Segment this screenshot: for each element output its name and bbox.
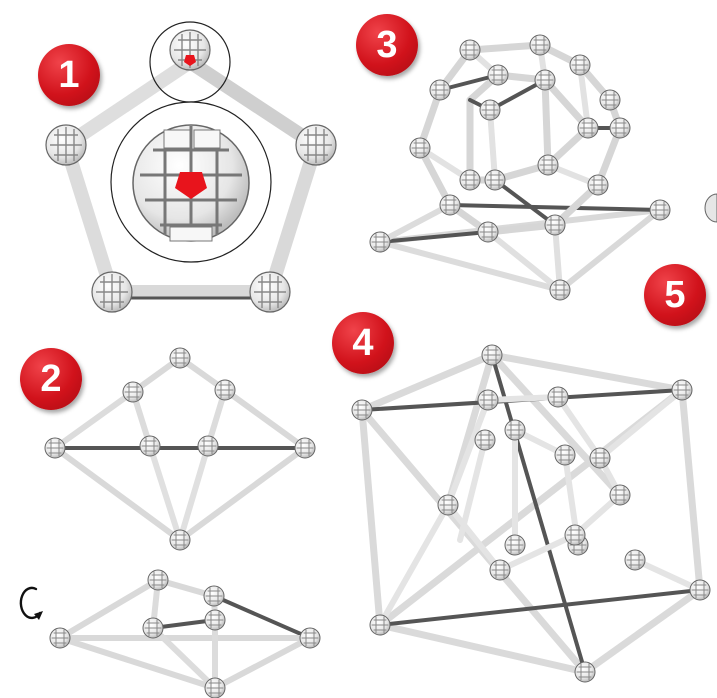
node: [92, 272, 132, 312]
figure-4-cube: [352, 345, 710, 682]
node: [478, 390, 498, 410]
figure-2-frames: [45, 348, 320, 698]
node: [198, 436, 218, 456]
step-badge-3: 3: [356, 14, 418, 76]
node: [530, 35, 550, 55]
node: [296, 125, 336, 165]
node: [555, 445, 575, 465]
step-number: 3: [376, 26, 397, 64]
node: [170, 530, 190, 550]
node: [205, 678, 225, 698]
node: [565, 525, 585, 545]
node: [610, 118, 630, 138]
node: [50, 628, 70, 648]
node: [535, 70, 555, 90]
node: [440, 195, 460, 215]
node: [690, 580, 710, 600]
node: [410, 138, 430, 158]
step-number: 4: [352, 324, 373, 362]
node: [140, 436, 160, 456]
node: [482, 345, 502, 365]
node: [295, 438, 315, 458]
node: [123, 382, 143, 402]
node: [352, 400, 372, 420]
node: [485, 170, 505, 190]
node: [460, 40, 480, 60]
node: [505, 535, 525, 555]
node: [300, 628, 320, 648]
node: [148, 570, 168, 590]
node: [578, 118, 598, 138]
node: [538, 155, 558, 175]
node: [505, 420, 525, 440]
figure-3-cage: [370, 35, 670, 300]
node: [590, 448, 610, 468]
partial-node: [705, 194, 717, 222]
node: [600, 90, 620, 110]
node: [488, 65, 508, 85]
step-badge-5: 5: [644, 264, 706, 326]
node: [575, 662, 595, 682]
node: [548, 387, 568, 407]
node: [430, 80, 450, 100]
node: [46, 125, 86, 165]
node: [438, 495, 458, 515]
node: [460, 170, 480, 190]
node: [588, 175, 608, 195]
node: [650, 200, 670, 220]
rotate-icon: [18, 583, 48, 621]
node: [370, 232, 390, 252]
node: [475, 430, 495, 450]
node: [45, 438, 65, 458]
node: [545, 215, 565, 235]
node: [490, 560, 510, 580]
node: [143, 618, 163, 638]
node: [480, 100, 500, 120]
node: [625, 550, 645, 570]
step-number: 5: [664, 276, 685, 314]
node: [570, 55, 590, 75]
step-number: 2: [40, 360, 61, 398]
node: [170, 348, 190, 368]
node: [205, 610, 225, 630]
step-badge-4: 4: [332, 312, 394, 374]
node: [550, 280, 570, 300]
node: [215, 380, 235, 400]
node: [370, 615, 390, 635]
step-number: 1: [58, 56, 79, 94]
node: [610, 485, 630, 505]
step-badge-1: 1: [38, 44, 100, 106]
node: [250, 272, 290, 312]
node: [204, 586, 224, 606]
node: [672, 380, 692, 400]
magnified-node: [133, 125, 249, 241]
step-badge-2: 2: [20, 348, 82, 410]
node: [478, 222, 498, 242]
